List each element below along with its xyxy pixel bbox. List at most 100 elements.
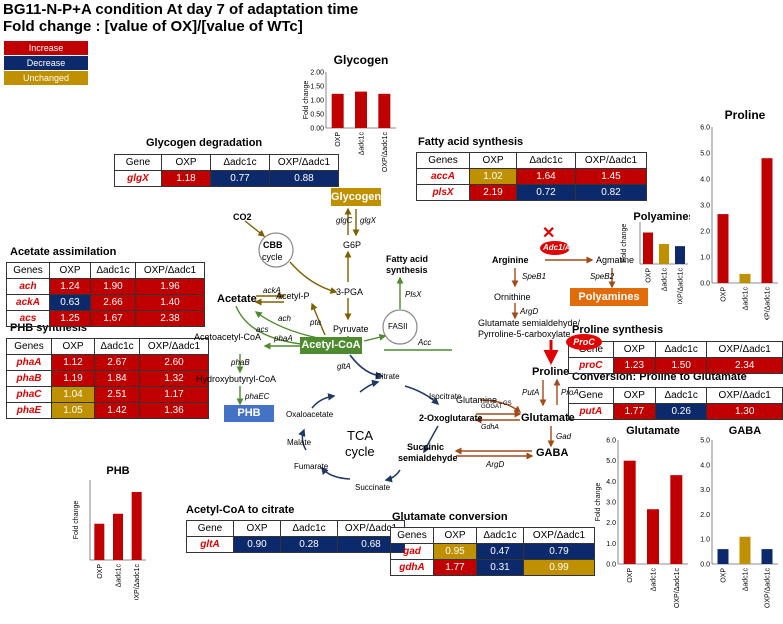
label-gdhA: GdhA: [481, 424, 499, 431]
chart-title: Polyamines: [633, 211, 690, 223]
y-tick-label: 3.0: [606, 500, 616, 507]
label-semialdehyde: semialdehyde: [398, 453, 458, 463]
y-tick-label: 1.0: [700, 537, 710, 544]
label-argD-lower: ArgD: [486, 460, 505, 469]
label-glutamate: Glutamate: [521, 412, 575, 424]
fold-change-cell: 1.67: [90, 310, 136, 327]
x-tick-label: Δadc1c: [743, 568, 750, 592]
label-proline: Proline: [532, 366, 570, 378]
label-succinic: Succinic: [407, 442, 445, 452]
y-tick-label: 5.0: [700, 151, 710, 158]
bar: [675, 246, 685, 264]
label-fatty-acid-synthesis: synthesis: [386, 265, 428, 275]
fold-change-cell: 0.72: [516, 184, 576, 201]
chart-title: GABA: [729, 425, 761, 437]
label-proA: ProA: [561, 388, 579, 397]
section-title-acetate: Acetate assimilation: [10, 246, 117, 258]
label-cbb: CBB: [263, 240, 283, 250]
table-header-cell: Gene: [568, 387, 614, 404]
fold-change-cell: 1.50: [654, 357, 708, 374]
fold-change-cell: 1.23: [612, 357, 656, 374]
x-tick-label: OXP: [97, 564, 104, 579]
label-gsa-line2: Pyrroline-5-carboxylate: [478, 329, 571, 339]
label-pyruvate: Pyruvate: [333, 324, 369, 334]
fold-change-cell: 1.05: [51, 402, 95, 419]
bar: [739, 536, 751, 564]
section-title-fatty-acid: Fatty acid synthesis: [418, 136, 524, 148]
gene-name-cell: proC: [568, 357, 614, 374]
section-title-proline-to-glutamate: Conversion: Proline to Glutamate: [572, 371, 747, 383]
x-tick-label: OXP/Δadc1c: [382, 132, 389, 173]
table-header-cell: Δadc1c: [476, 527, 524, 544]
y-tick-label: 0.0: [700, 281, 710, 288]
glycogen-box: Glycogen: [331, 188, 381, 206]
label-3pga: 3-PGA: [336, 287, 364, 297]
acetyl-coa-box: Acetyl-CoA: [300, 337, 362, 354]
x-tick-label: OXP/Δadc1c: [765, 568, 772, 609]
x-tick-label: OXP/Δadc1c: [765, 287, 772, 320]
bar: [717, 214, 729, 283]
y-tick-label: 4.0: [700, 462, 710, 469]
label-hydroxybutyryl-coa: Hydroxybutyryl-CoA: [196, 374, 277, 384]
bar: [647, 509, 659, 564]
table-header-cell: Genes: [416, 152, 470, 169]
x-tick-label: Δadc1c: [743, 287, 750, 311]
label-malate: Malate: [287, 438, 312, 447]
fold-change-cell: 1.84: [94, 370, 140, 387]
fold-change-cell: 0.77: [210, 170, 270, 187]
figure-title-line2: Fold change : [value of OX]/[value of WT…: [3, 18, 303, 35]
y-tick-label: 1.00: [310, 98, 324, 105]
bar: [739, 273, 751, 283]
fold-change-cell: 1.02: [469, 168, 517, 185]
bar: [761, 158, 773, 283]
label-phaEC: phaEC: [245, 392, 270, 401]
phb-box: PHB: [224, 405, 274, 422]
y-axis-label: Fold change: [303, 81, 310, 120]
x-tick-label: OXP/Δadc1c: [134, 564, 141, 600]
table-header-cell: OXP: [612, 341, 656, 358]
table-header-cell: OXP: [49, 262, 91, 279]
chart-title: Proline: [725, 108, 766, 122]
bar: [761, 549, 773, 564]
label-co2: CO2: [233, 212, 252, 222]
fold-change-cell: 2.19: [469, 184, 517, 201]
table-header-cell: Δadc1c: [90, 262, 136, 279]
table-header-cell: OXP/Δadc1: [706, 387, 783, 404]
x-tick-label: OXP: [627, 568, 634, 583]
label-fatty-acid: Fatty acid: [386, 254, 429, 264]
bar: [378, 93, 391, 128]
y-tick-label: 3.0: [700, 487, 710, 494]
y-tick-label: 5.0: [700, 438, 710, 445]
fold-change-cell: 1.19: [51, 370, 95, 387]
label-gogat: GOGAT: [481, 404, 503, 410]
fold-change-cell: 0.88: [269, 170, 339, 187]
table-header-cell: OXP/Δadc1: [269, 154, 339, 171]
legend-unchanged: Unchanged: [4, 71, 88, 85]
table-header-cell: Δadc1c: [210, 154, 270, 171]
label-acetate: Acetate: [217, 293, 257, 305]
legend-increase: Increase: [4, 41, 88, 55]
table-header-cell: Genes: [390, 527, 434, 544]
y-tick-label: 4.0: [606, 479, 616, 486]
y-tick-label: 2.0: [700, 512, 710, 519]
gene-name-cell: gltA: [186, 536, 234, 553]
gene-name-cell: plsX: [416, 184, 470, 201]
y-tick-label: 6.0: [606, 438, 616, 445]
x-tick-label: OXP: [335, 132, 342, 147]
y-tick-label: 3.0: [700, 203, 710, 210]
fold-change-cell: 1.42: [94, 402, 140, 419]
fold-change-cell: 1.18: [161, 170, 211, 187]
